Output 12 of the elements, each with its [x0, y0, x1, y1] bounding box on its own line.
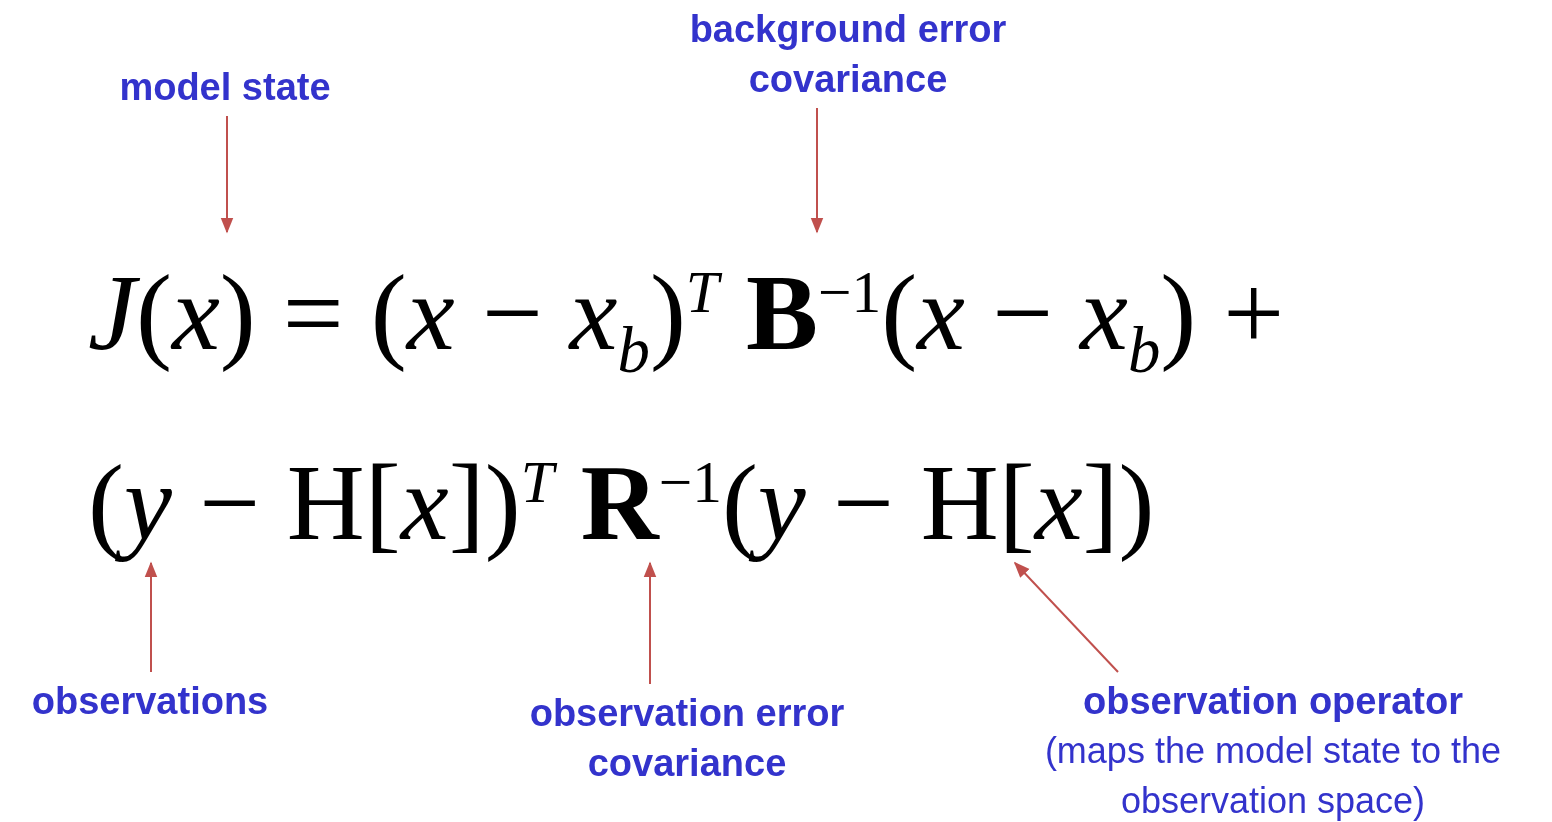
leader-line [1013, 561, 1119, 673]
annotation-text: background error covariance [688, 7, 1008, 102]
leader-line [220, 115, 234, 234]
equation-line: J(x) = (x − x$_{b}$)$^{T}$ B$^{−1}$(x − x$_{b}$) + [88, 236, 1285, 406]
leader-line [144, 561, 158, 673]
annotation-text: observations [30, 679, 270, 724]
annotation-text: model state [118, 65, 332, 110]
annotation-text: observation operator [1081, 679, 1465, 724]
annotation-text: observation error covariance [528, 691, 846, 786]
leader-line [810, 107, 824, 234]
leader-line [643, 561, 657, 685]
annotation-note: (maps the model state to the observation space) [1043, 729, 1503, 822]
